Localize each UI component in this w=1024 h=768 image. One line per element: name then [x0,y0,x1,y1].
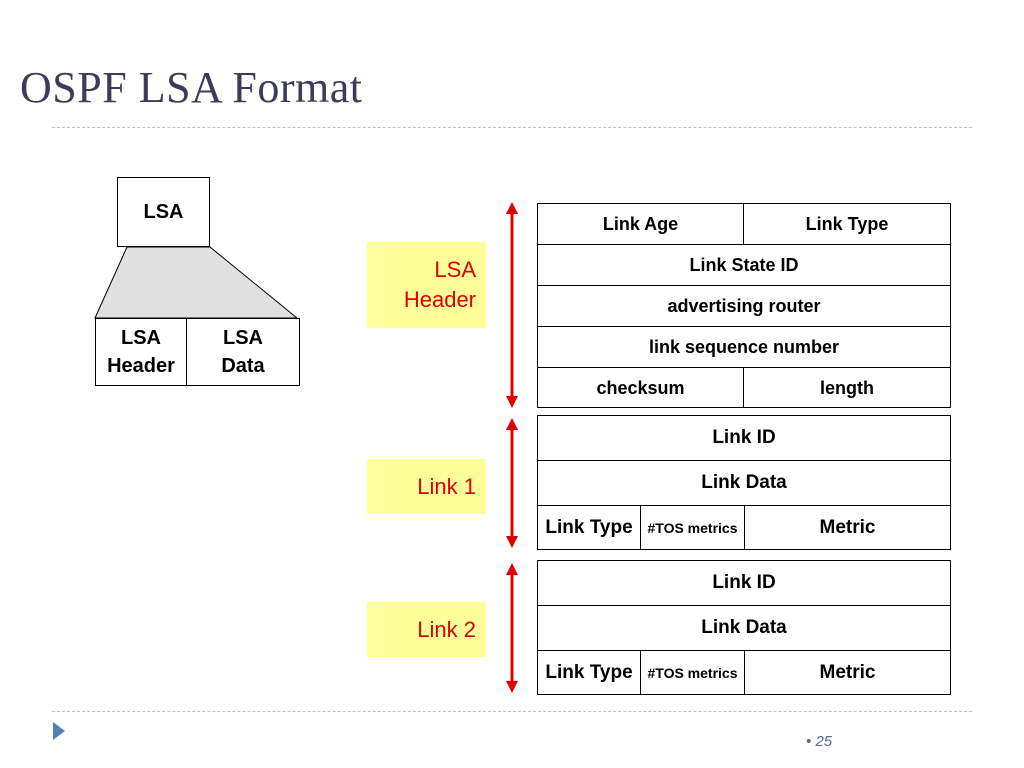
link1-field-link-data: Link Data [701,472,787,493]
section-label-lsa-header: LSA Header [367,242,486,328]
header-span-arrow-head-bottom [506,396,518,408]
link2-field-link-id: Link ID [712,572,776,593]
link2-table: Link ID Link Data Link Type #TOS metrics… [537,560,951,695]
link2-field-link-data: Link Data [701,617,787,638]
section-label-link1: Link 1 [367,459,486,514]
link2-span-arrow-head-bottom [506,681,518,693]
field-length: length [820,377,874,398]
field-link-sequence-number: link sequence number [648,336,840,357]
link2-row-link-data: Link Data [538,606,950,651]
field-link-type: Link Type [805,213,889,234]
link1-field-link-type: Link Type [538,506,641,550]
header-row-sequence-number: link sequence number [538,327,950,368]
header-row-link-state-id: Link State ID [538,245,950,286]
link2-row-type-metric: Link Type #TOS metrics Metric [538,651,950,695]
link2-row-link-id: Link ID [538,561,950,606]
header-span-arrow-head-top [506,202,518,214]
link1-span-arrow-head-bottom [506,536,518,548]
link1-field-link-id: Link ID [712,427,776,448]
lsa-header-box: LSA Header [95,318,187,386]
lsa-funnel-shape [94,246,299,319]
lsa-header-table: Link Age Link Type Link State ID adverti… [537,203,951,408]
header-span-arrow-shaft [510,208,514,401]
link1-field-metric: Metric [819,517,876,538]
link2-field-metric: Metric [819,662,876,683]
section-label-lsa-header-line2: Header [403,287,476,312]
field-advertising-router: advertising router [667,295,821,316]
link1-row-type-metric: Link Type #TOS metrics Metric [538,506,950,550]
link1-span-arrow-head-top [506,418,518,430]
lsa-data-box-line2: Data [221,355,265,377]
section-label-lsa-header-line1: LSA [434,257,476,282]
field-link-state-id: Link State ID [689,254,799,275]
title-divider [52,127,972,128]
lsa-data-box-line1: LSA [222,327,263,349]
page-number-value: 25 [815,733,833,750]
lsa-data-box: LSA Data [186,318,300,386]
header-row-checksum-length: checksum length [538,368,950,408]
section-label-link2: Link 2 [367,602,486,657]
link2-span-arrow-shaft [510,569,514,687]
link1-span-arrow-shaft [510,424,514,542]
lsa-header-box-line2: Header [107,355,175,377]
section-span-arrows [506,202,518,693]
link1-row-link-data: Link Data [538,461,950,506]
link1-table: Link ID Link Data Link Type #TOS metrics… [537,415,951,550]
link1-row-link-id: Link ID [538,416,950,461]
field-link-age: Link Age [538,204,744,244]
header-row-advertising-router: advertising router [538,286,950,327]
lsa-header-box-line1: LSA [121,327,161,349]
header-row-age-type: Link Age Link Type [538,204,950,245]
footer-divider [52,711,972,712]
page-title: OSPF LSA Format [20,63,363,112]
link1-field-tos-metrics: #TOS metrics [641,506,745,550]
page-number-bullet: • [806,733,812,750]
page-number: • 25 [806,733,832,750]
link2-span-arrow-head-top [506,563,518,575]
field-checksum: checksum [538,368,744,408]
lsa-box: LSA [117,177,210,247]
play-triangle-icon[interactable] [51,720,67,742]
link2-field-link-type: Link Type [538,651,641,695]
link2-field-tos-metrics: #TOS metrics [641,651,745,695]
